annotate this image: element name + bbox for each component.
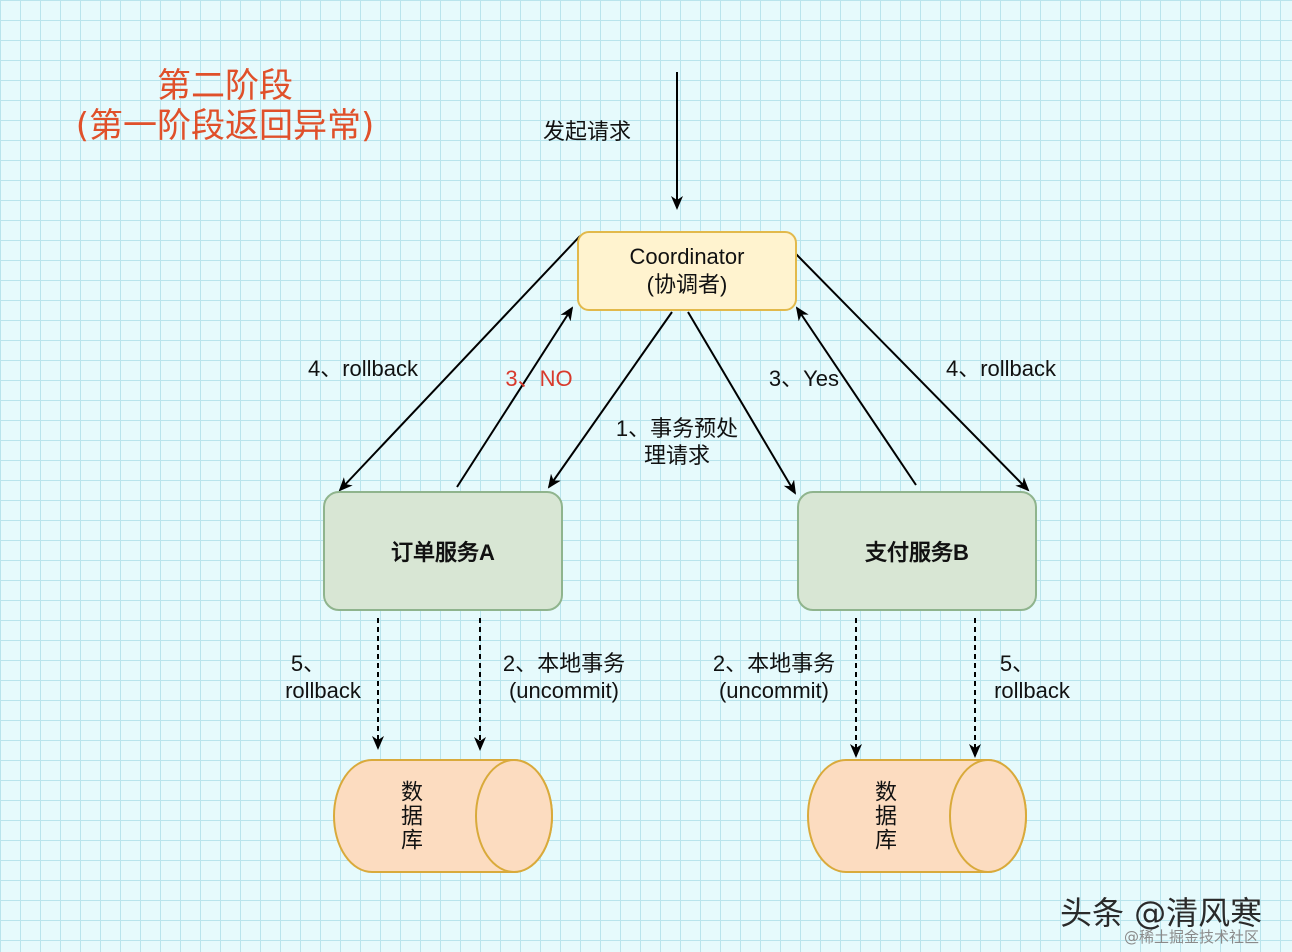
yes-arrow (795, 306, 917, 486)
a-local-line-2: (uncommit) (508, 678, 619, 703)
prepare-label-line-1: 1、事务预处 (615, 416, 739, 441)
title-line-2: (第一阶段返回异常) (75, 106, 375, 146)
rollback-left-label: 4、rollback (307, 356, 419, 381)
b-local-line-1: 2、本地事务 (712, 651, 836, 676)
no-label: 3、NO (505, 366, 573, 391)
service-b-node: 支付服务B (797, 491, 1037, 611)
b-local-line-2: (uncommit) (718, 678, 829, 703)
watermark: 头条 @清风寒 (1060, 894, 1263, 932)
prepare-label-line-2: 理请求 (643, 443, 710, 468)
no-arrow (456, 306, 574, 488)
prepare-arrow-b (687, 311, 797, 495)
b-rollback-label: 5、 rollback (982, 650, 1082, 704)
rollback-arrow-b (795, 253, 1030, 492)
b-rollback-line-1: 5、 (999, 651, 1035, 676)
database-a-label: 数据库 (398, 780, 423, 852)
database-a-shape (333, 759, 553, 873)
rollback-right-label: 4、rollback (945, 356, 1057, 381)
database-b-label: 数据库 (872, 780, 897, 852)
coordinator-node: Coordinator (协调者) (577, 231, 797, 311)
a-local-label: 2、本地事务 (uncommit) (490, 650, 638, 704)
service-b-label: 支付服务B (865, 540, 969, 565)
prepare-label: 1、事务预处 理请求 (600, 415, 754, 469)
a-rollback-line-1: 5、 (290, 651, 326, 676)
request-label: 发起请求 (542, 119, 631, 144)
a-rollback-label: 5、 rollback (272, 650, 374, 704)
watermark-site: @稀土掘金技术社区 (1124, 928, 1260, 946)
coordinator-label: Coordinator (629, 244, 745, 269)
a-rollback-line-2: rollback (285, 678, 361, 703)
database-b-shape (807, 759, 1027, 873)
b-rollback-line-2: rollback (994, 678, 1070, 703)
service-a-node: 订单服务A (323, 491, 563, 611)
diagram-title: 第二阶段 (第一阶段返回异常) (40, 66, 410, 146)
rollback-arrow-a (338, 235, 581, 492)
a-local-line-1: 2、本地事务 (502, 651, 626, 676)
service-a-label: 订单服务A (391, 540, 495, 565)
coordinator-sublabel: (协调者) (646, 272, 728, 297)
b-local-label: 2、本地事务 (uncommit) (700, 650, 848, 704)
yes-label: 3、Yes (768, 366, 840, 391)
title-line-1: 第二阶段 (157, 66, 293, 106)
prepare-arrow-a (547, 311, 673, 489)
